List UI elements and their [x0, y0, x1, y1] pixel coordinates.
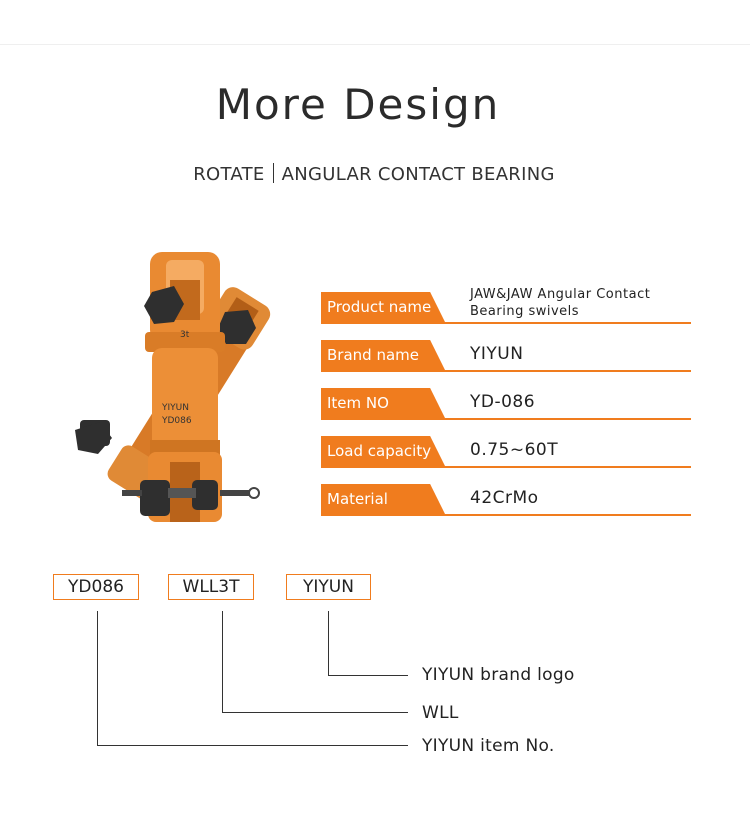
- spec-value: 42CrMo: [470, 488, 539, 508]
- spec-value: YD-086: [470, 392, 536, 412]
- spec-product-name: Product name JAW&JAW Angular Contact Bea…: [321, 286, 691, 324]
- connector-item-vertical: [97, 611, 98, 746]
- spec-underline: [321, 322, 691, 324]
- spec-value: YIYUN: [470, 344, 524, 364]
- callout-item-no: YIYUN item No.: [422, 736, 555, 756]
- connector-wll-horizontal: [222, 712, 408, 713]
- spec-material: Material 42CrMo: [321, 478, 691, 516]
- callout-brand-logo: YIYUN brand logo: [422, 665, 575, 685]
- connector-brand-horizontal: [328, 675, 408, 676]
- front-bolt-head: [122, 286, 260, 516]
- connector-brand-vertical: [328, 611, 329, 676]
- spec-label: Item NO: [321, 388, 445, 418]
- spec-load-capacity: Load capacity 0.75~60T: [321, 430, 691, 468]
- subtitle-rotate: ROTATE: [193, 164, 265, 185]
- spec-underline: [321, 418, 691, 420]
- engraving-load: 3t: [180, 330, 190, 340]
- spec-label: Brand name: [321, 340, 445, 370]
- spec-value-line1: JAW&JAW Angular Contact: [470, 287, 651, 302]
- page-subtitle: ROTATE ANGULAR CONTACT BEARING: [0, 163, 748, 185]
- tag-wll: WLL3T: [168, 574, 254, 600]
- spec-item-no: Item NO YD-086: [321, 382, 691, 420]
- spec-label: Material: [321, 484, 445, 514]
- spec-label: Load capacity: [321, 436, 445, 466]
- callout-wll: WLL: [422, 703, 459, 723]
- top-divider: [0, 44, 750, 45]
- spec-underline: [321, 466, 691, 468]
- spec-underline: [321, 370, 691, 372]
- engraving-brand: YIYUN: [161, 403, 189, 413]
- spec-label: Product name: [321, 292, 445, 322]
- connector-item-horizontal: [97, 745, 408, 746]
- subtitle-bearing: ANGULAR CONTACT BEARING: [281, 164, 555, 185]
- rear-bolt-head: [75, 310, 256, 454]
- spec-value: JAW&JAW Angular Contact Bearing swivels: [470, 286, 650, 320]
- tag-brand: YIYUN: [286, 574, 371, 600]
- spec-brand-name: Brand name YIYUN: [321, 334, 691, 372]
- spec-value: 0.75~60T: [470, 440, 559, 460]
- spec-value-line2: Bearing swivels: [470, 304, 580, 319]
- subtitle-separator: [272, 163, 274, 183]
- spec-underline: [321, 514, 691, 516]
- tag-item-number: YD086: [53, 574, 139, 600]
- connector-wll-vertical: [222, 611, 223, 713]
- page-title: More Design: [215, 80, 501, 129]
- swivel-product-image: 3t YIYUN YD086: [75, 252, 271, 522]
- engraving-item: YD086: [161, 416, 192, 426]
